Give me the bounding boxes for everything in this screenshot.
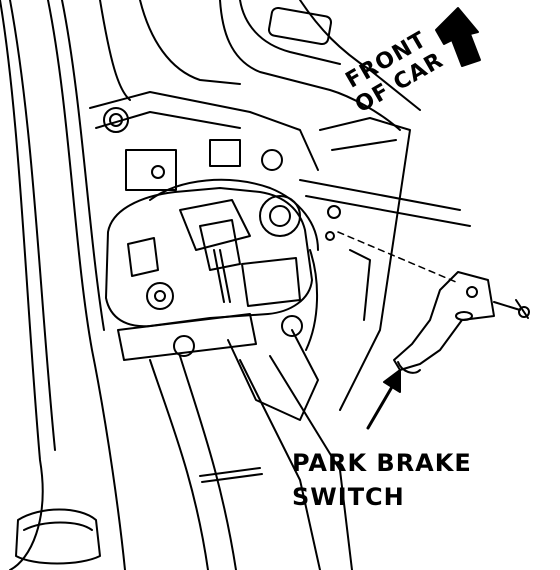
park-brake-switch — [393, 271, 495, 374]
switch-label-line-1: PARK BRAKE — [292, 449, 472, 477]
alignment-leader-line — [337, 231, 457, 283]
pedal-pad — [15, 508, 101, 565]
front-of-car-arrow-icon — [435, 7, 481, 67]
lower-arm — [149, 329, 353, 570]
mounting-bracket — [89, 91, 319, 191]
mounting-screw-icon — [493, 299, 530, 319]
switch-label-line-2: SWITCH — [292, 483, 405, 511]
left-pillar — [0, 0, 241, 570]
brake-lever-body — [105, 178, 319, 361]
switch-pointer-arrow — [366, 369, 401, 430]
upper-panel — [219, 0, 421, 131]
park-brake-switch-label: PARK BRAKE SWITCH — [292, 446, 472, 514]
kick-panel — [299, 117, 471, 411]
